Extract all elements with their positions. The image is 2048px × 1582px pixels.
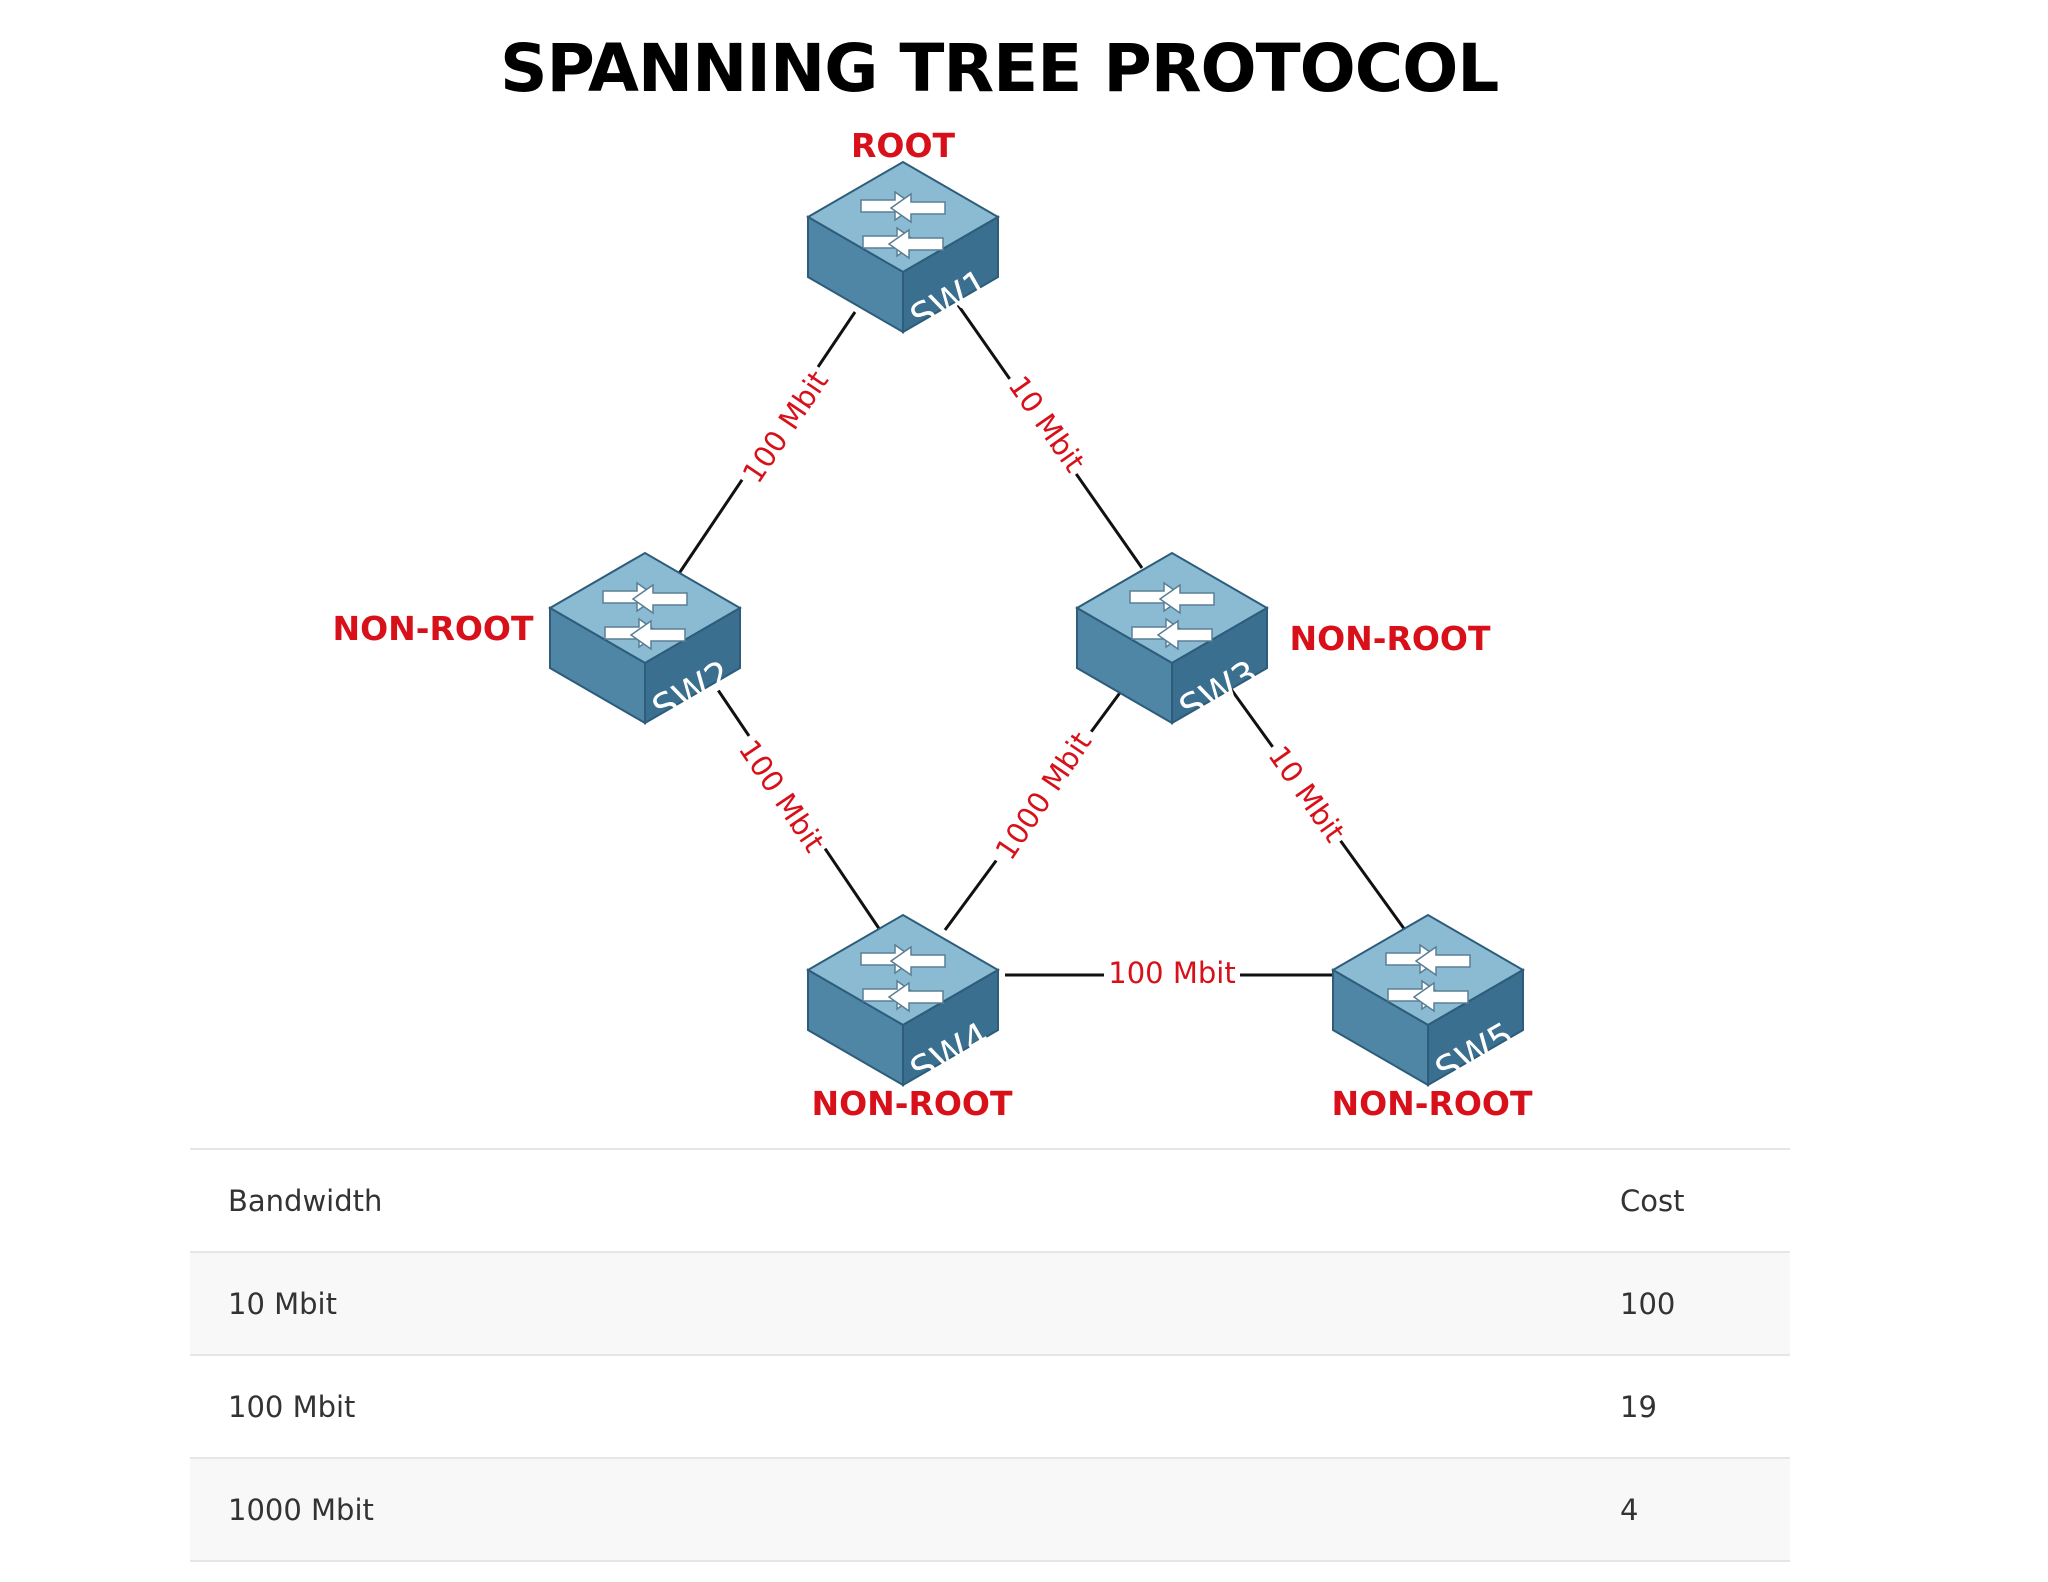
- switch-sw2: SW2: [549, 552, 741, 731]
- link-label-sw4-sw5: 100 Mbit: [1108, 956, 1235, 990]
- role-label-sw1: ROOT: [851, 126, 956, 165]
- switch-sw5: SW5: [1332, 914, 1524, 1093]
- page-title: SPANNING TREE PROTOCOL: [500, 30, 1499, 107]
- cell-cost: 4: [1620, 1492, 1639, 1527]
- cell-cost: 19: [1620, 1389, 1657, 1424]
- link-label-sw1-sw2: 100 Mbit: [736, 365, 835, 490]
- cell-bandwidth: 10 Mbit: [228, 1286, 337, 1321]
- switch-sw1: SW1: [807, 161, 999, 340]
- cost-table: Bandwidth Cost 10 Mbit 100 100 Mbit 19 1…: [190, 1148, 1790, 1562]
- role-label-sw5: NON-ROOT: [1331, 1084, 1533, 1123]
- link-label-sw2-sw4: 100 Mbit: [732, 734, 831, 859]
- link-label-sw3-sw4: 1000 Mbit: [988, 726, 1098, 866]
- network-diagram: 100 Mbit 10 Mbit 100 Mbit 1000 Mbit 10 M…: [332, 126, 1533, 1123]
- cell-bandwidth: 1000 Mbit: [228, 1492, 374, 1527]
- table-row: 10 Mbit 100: [190, 1252, 1790, 1355]
- switch-sw4: SW4: [807, 914, 999, 1093]
- role-label-sw3: NON-ROOT: [1289, 619, 1491, 658]
- role-label-sw2: NON-ROOT: [332, 609, 534, 648]
- cell-cost: 100: [1620, 1286, 1676, 1321]
- table-row: 100 Mbit 19: [190, 1355, 1790, 1458]
- role-label-sw4: NON-ROOT: [811, 1084, 1013, 1123]
- table-row: 1000 Mbit 4: [190, 1458, 1790, 1561]
- cell-bandwidth: 100 Mbit: [228, 1389, 356, 1424]
- header-cost: Cost: [1620, 1183, 1685, 1218]
- header-bandwidth: Bandwidth: [228, 1183, 383, 1218]
- table-header-row: Bandwidth Cost: [190, 1149, 1790, 1252]
- switch-sw3: SW3: [1076, 552, 1268, 731]
